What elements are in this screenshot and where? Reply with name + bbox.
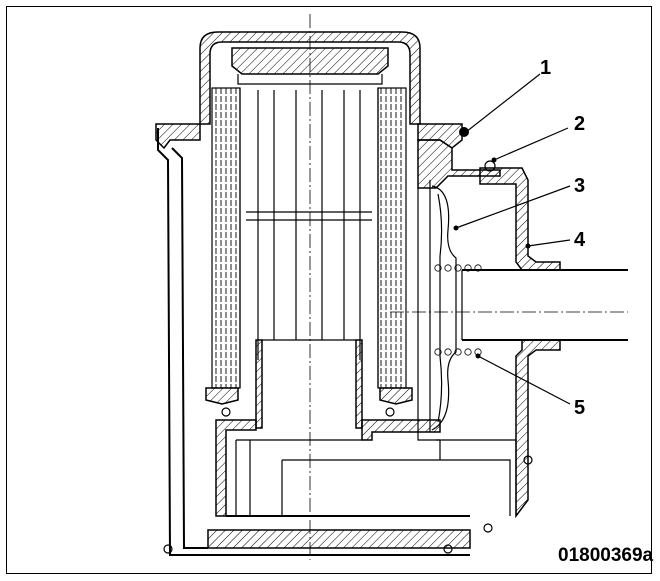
outlet-chamber (215, 339, 511, 517)
callout-3: 3 (574, 175, 585, 197)
callout-5: 5 (574, 397, 585, 419)
figure-id-label: 01800369a (558, 545, 654, 566)
valve-housing (417, 139, 628, 519)
callout-1: 1 (540, 57, 551, 79)
drawing-frame (6, 6, 652, 574)
spring (434, 264, 482, 356)
filter-element (205, 87, 413, 417)
callout-2: 2 (574, 113, 585, 135)
callout-4: 4 (574, 229, 586, 251)
centerlines (309, 14, 628, 560)
housing-body (155, 123, 493, 556)
callout-leaders (453, 73, 571, 405)
